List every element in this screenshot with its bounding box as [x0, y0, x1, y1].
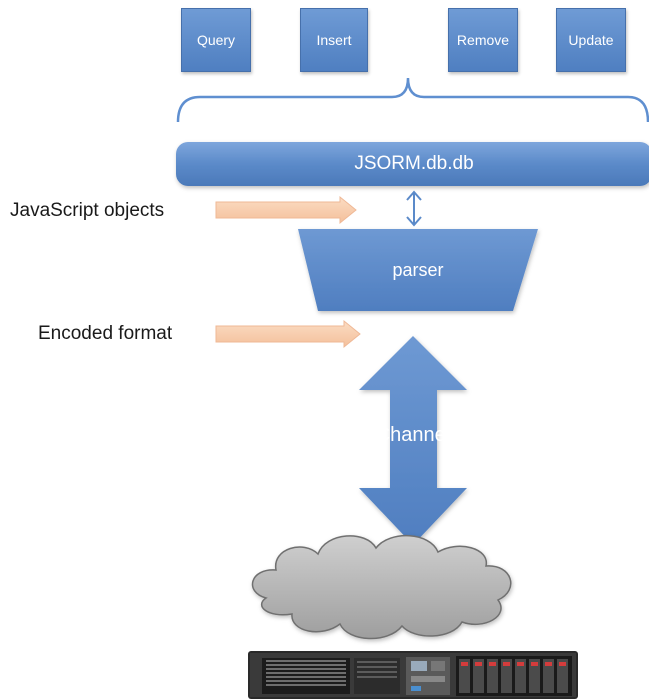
- query-box: Query: [181, 8, 251, 72]
- update-box: Update: [556, 8, 626, 72]
- channel-block-arrow: [359, 336, 467, 545]
- remove-box: Remove: [448, 8, 518, 72]
- insert-box: Insert: [300, 8, 368, 72]
- db-parser-double-arrow: [406, 190, 422, 227]
- update-label: Update: [568, 32, 614, 48]
- parser-label: parser: [392, 260, 444, 280]
- query-label: Query: [196, 32, 236, 48]
- encoded-format-label: Encoded format: [38, 323, 173, 344]
- javascript-objects-label: JavaScript objects: [10, 200, 165, 221]
- jsorm-db-bar: [176, 142, 649, 186]
- encoded-format-arrow: [215, 319, 361, 349]
- insert-label: Insert: [316, 32, 352, 48]
- javascript-objects-arrow: [215, 195, 357, 225]
- remove-label: Remove: [456, 32, 510, 48]
- channel-label: Channel: [375, 424, 451, 446]
- grouping-brace: [176, 77, 649, 123]
- parser-trapezoid: [298, 229, 538, 311]
- cloud-icon: [251, 535, 512, 640]
- jsorm-db-label: JSORM.db.db: [354, 153, 474, 174]
- server-icon: [248, 651, 578, 699]
